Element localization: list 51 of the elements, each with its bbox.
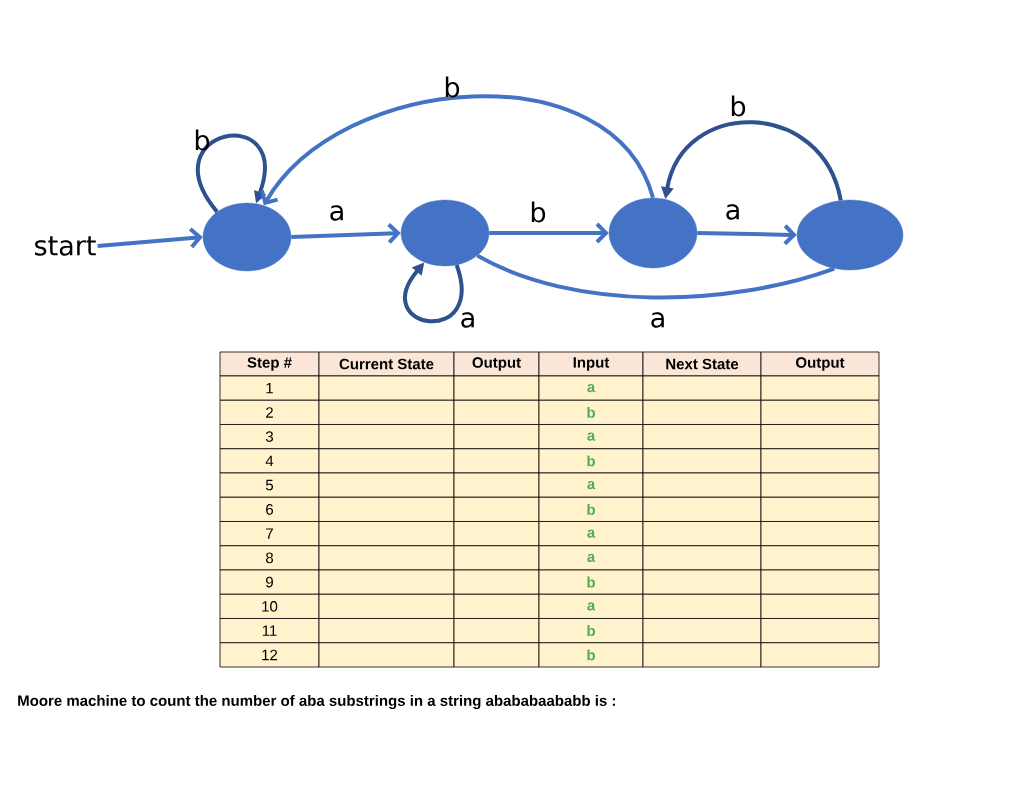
arrow bbox=[697, 224, 797, 246]
edge-label: b bbox=[731, 95, 746, 117]
header-cell: Current State bbox=[318, 351, 455, 377]
table-cell: a bbox=[538, 375, 644, 401]
table-cell: 6 bbox=[219, 496, 320, 522]
table-cell: a bbox=[538, 424, 644, 450]
table-cell: 10 bbox=[219, 593, 320, 619]
arrow bbox=[661, 120, 843, 201]
header-cell: Step # bbox=[219, 351, 320, 377]
table-cell: 1 bbox=[219, 375, 320, 401]
table-cell: 11 bbox=[219, 618, 320, 644]
table-cell: b bbox=[538, 399, 644, 425]
edge-label: a bbox=[651, 312, 664, 328]
table-cell: a bbox=[538, 521, 644, 547]
start-label: start bbox=[35, 236, 96, 256]
table-cell: 12 bbox=[219, 642, 320, 668]
table-cell: a bbox=[538, 472, 644, 498]
table-cell: 5 bbox=[219, 472, 320, 498]
table-cell: b bbox=[538, 569, 644, 595]
edge-label: b bbox=[445, 76, 460, 98]
arrow bbox=[260, 94, 655, 206]
caption: Moore machine to count the number of aba substrings in a string abababaababb is : bbox=[18, 695, 615, 710]
table-cell: b bbox=[538, 618, 644, 644]
header-cell: Input bbox=[538, 351, 644, 377]
arrow bbox=[489, 222, 609, 244]
table-cell: b bbox=[538, 496, 644, 522]
table-cell: 4 bbox=[219, 448, 320, 474]
edge-label: a bbox=[726, 204, 739, 220]
arrow bbox=[196, 133, 267, 213]
state-circle bbox=[202, 202, 292, 272]
table-cell: 3 bbox=[219, 424, 320, 450]
arrow bbox=[97, 227, 203, 249]
state-circle bbox=[400, 199, 490, 267]
edge-label: b bbox=[195, 129, 210, 151]
arrow bbox=[291, 222, 401, 244]
table-cell: 7 bbox=[219, 521, 320, 547]
state-circle bbox=[796, 199, 904, 271]
table-cell: b bbox=[538, 448, 644, 474]
header-cell: Output bbox=[453, 351, 540, 377]
table-cell: 9 bbox=[219, 569, 320, 595]
state-circle bbox=[608, 197, 698, 269]
edge-label: a bbox=[461, 312, 474, 328]
table-cell: a bbox=[538, 593, 644, 619]
table-cell: 2 bbox=[219, 399, 320, 425]
table-cell: a bbox=[538, 545, 644, 571]
header-cell: Next State bbox=[642, 351, 762, 377]
header-cell: Output bbox=[760, 351, 880, 377]
table-cell: 8 bbox=[219, 545, 320, 571]
edge-label: a bbox=[330, 205, 343, 221]
edge-label: b bbox=[531, 201, 546, 223]
table-cell: b bbox=[538, 642, 644, 668]
